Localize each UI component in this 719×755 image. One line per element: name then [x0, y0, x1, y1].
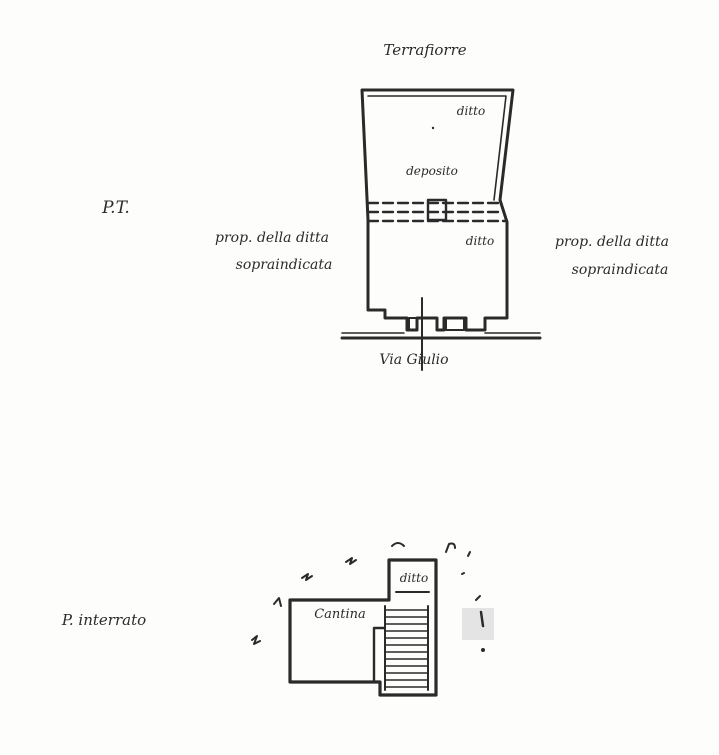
left-neighbour-line1: prop. della ditta	[215, 230, 329, 246]
basement-room-label: Cantina	[314, 607, 366, 622]
right-neighbour-line2: sopraindicata	[572, 262, 669, 278]
shaft-square	[426, 198, 448, 222]
basement-plan: P. interrato	[61, 542, 494, 697]
basement-floor-label: P. interrato	[61, 611, 146, 629]
right-neighbour-line1: prop. della ditta	[555, 234, 669, 250]
ground-floor-plan: Terrafiorre P.T. ditto depo	[101, 41, 669, 371]
ground-floor-label: P.T.	[101, 198, 130, 218]
basement-tick-marks	[251, 542, 471, 645]
door-opening-1	[408, 317, 418, 331]
upper-room-label: ditto	[457, 104, 485, 118]
lower-room-label: ditto	[466, 234, 494, 248]
basement-stair-label: ditto	[400, 571, 428, 585]
basement-staircase	[384, 605, 429, 691]
basement-inner-wall	[372, 626, 387, 684]
bottom-street-label: Via Giulio	[379, 352, 448, 368]
left-neighbour-line2: sopraindicata	[236, 257, 333, 273]
ground-floor-inner-wall	[367, 95, 507, 201]
upper-room-dot	[431, 126, 435, 130]
top-street-label: Terrafiorre	[383, 41, 466, 59]
basement-outer-wall	[288, 558, 438, 697]
basement-speckle-mark	[462, 595, 494, 652]
ground-floor-outer-wall	[360, 88, 515, 332]
middle-room-label: deposito	[406, 164, 458, 178]
door-opening-2	[445, 317, 465, 331]
